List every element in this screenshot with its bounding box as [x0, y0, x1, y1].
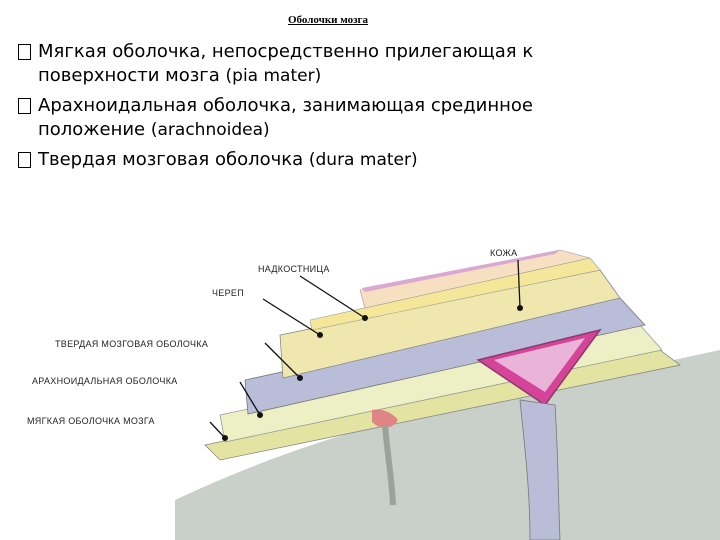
bullet-box-icon: [18, 152, 31, 168]
label-dura: ТВЕРДАЯ МОЗГОВАЯ ОБОЛОЧКА: [55, 339, 208, 349]
bullet-dura: Твердая мозговая оболочка (dura mater): [18, 148, 628, 172]
falx-cerebri: [519, 399, 561, 540]
leader-dura: [264, 342, 301, 379]
leader-periosteum: [299, 275, 366, 319]
meninges-diagram: НАДКОСТНИЦА КОЖА ЧЕРЕП ТВЕРДАЯ МОЗГОВАЯ …: [27, 248, 720, 540]
bullet-latin: (arachnoidea): [150, 120, 270, 140]
leader-dura-dot: [297, 375, 303, 381]
sinus-inner: [494, 338, 585, 392]
bullet-text: Мягкая оболочка, непосредственно прилега…: [38, 41, 534, 86]
bullet-text: Арахноидальная оболочка, занимающая сред…: [38, 95, 533, 140]
bullet-box-icon: [18, 44, 31, 60]
bullet-box-icon: [18, 98, 31, 114]
skin-top-layer: [362, 250, 560, 292]
leader-periosteum-dot: [362, 315, 368, 321]
sulcus-vessel: [372, 409, 398, 428]
bullet-latin: (pia mater): [225, 66, 322, 86]
label-periosteum: НАДКОСТНИЦА: [258, 264, 330, 274]
bullet-text: Твердая мозговая оболочка: [38, 149, 304, 170]
leader-skin: [517, 259, 521, 309]
leader-pia: [209, 421, 226, 439]
leader-skull: [262, 298, 321, 336]
brain-tissue: [175, 350, 720, 540]
leader-skin-dot: [517, 305, 523, 311]
bullet-latin: (dura mater): [308, 150, 418, 170]
leader-arachnoid-dot: [257, 412, 263, 418]
label-arachnoid: АРАХНОИДАЛЬНАЯ ОБОЛОЧКА: [32, 376, 178, 386]
sulcus: [382, 424, 396, 506]
leader-skull-dot: [317, 332, 323, 338]
label-skull: ЧЕРЕП: [212, 288, 244, 298]
leader-arachnoid: [239, 381, 261, 416]
bullet-list: Мягкая оболочка, непосредственно прилега…: [18, 40, 628, 178]
leader-pia-dot: [222, 435, 228, 441]
label-pia: МЯГКАЯ ОБОЛОЧКА МОЗГА: [27, 416, 155, 426]
bullet-arachnoid: Арахноидальная оболочка, занимающая сред…: [18, 94, 628, 142]
bullet-pia: Мягкая оболочка, непосредственно прилега…: [18, 40, 628, 88]
label-skin: КОЖА: [490, 248, 517, 258]
slide-title: Оболочки мозга: [287, 14, 369, 26]
